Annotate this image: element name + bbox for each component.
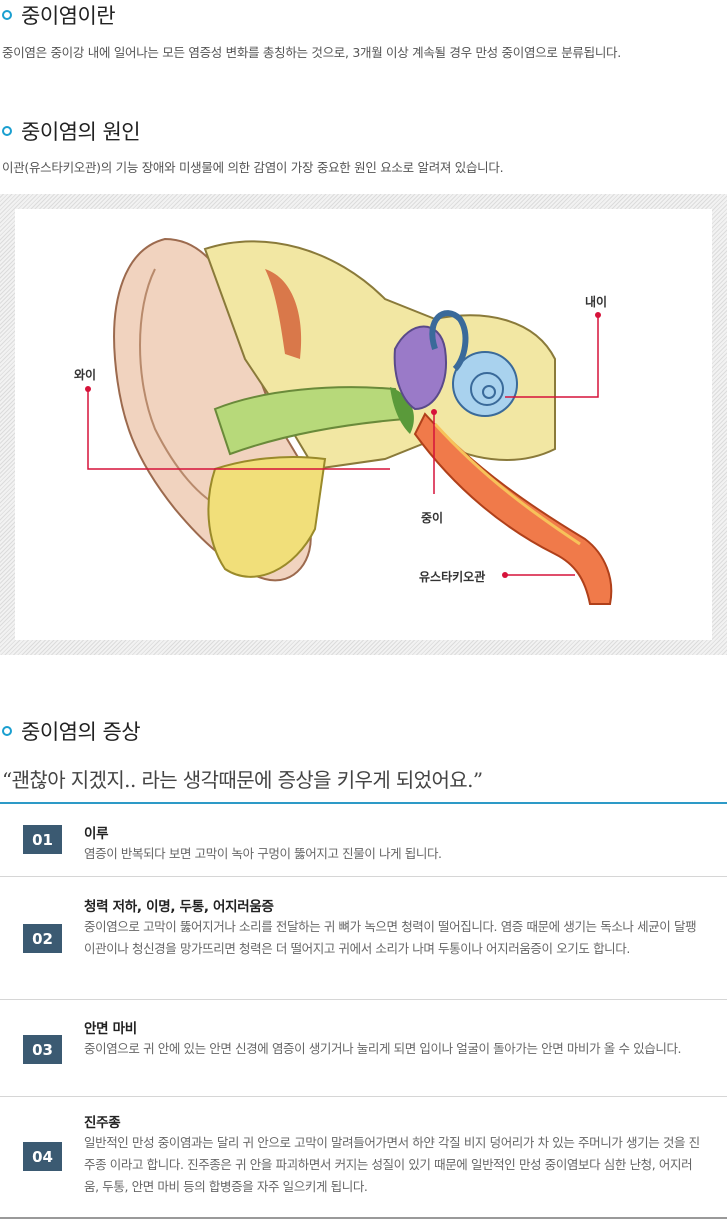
item-body: 염증이 반복되다 보면 고막이 녹아 구멍이 뚫어지고 진물이 나게 됩니다. xyxy=(84,846,442,861)
section-title-cause: 중이염의 원인 xyxy=(0,116,141,146)
item-number: 01 xyxy=(23,825,62,854)
section-title-text: 중이염의 증상 xyxy=(21,720,141,744)
item-number: 02 xyxy=(23,924,62,953)
list-item: 01 이루 염증이 반복되다 보면 고막이 녹아 구멍이 뚫어지고 진물이 나게… xyxy=(0,804,727,877)
item-body: 중이염으로 귀 안에 있는 안면 신경에 염증이 생기거나 눌리게 되면 입이나… xyxy=(84,1041,682,1056)
symptom-list: 01 이루 염증이 반복되다 보면 고막이 녹아 구멍이 뚫어지고 진물이 나게… xyxy=(0,802,727,1219)
item-title: 청력 저하, 이명, 두통, 어지러움증 xyxy=(84,899,274,915)
label-eustachian-tube: 유스타키오관 xyxy=(419,570,486,584)
section-title-symptoms: 중이염의 증상 xyxy=(0,716,141,746)
section-title-text: 중이염의 원인 xyxy=(21,120,141,144)
patient-quote: “괜찮아 지겠지.. 라는 생각때문에 증상을 키우게 되었어요.” xyxy=(2,768,483,792)
item-title: 안면 마비 xyxy=(84,1021,137,1037)
ear-illustration xyxy=(85,237,613,605)
bullet-icon xyxy=(2,126,12,136)
item-body: 일반적인 만성 중이염과는 달리 귀 안으로 고막이 말려들어가면서 하얀 각질… xyxy=(84,1135,700,1194)
section-title-definition: 중이염이란 xyxy=(0,0,116,30)
item-body: 중이염으로 고막이 뚫어지거나 소리를 전달하는 귀 뼈가 녹으면 청력이 떨어… xyxy=(84,919,697,956)
item-number: 03 xyxy=(23,1035,62,1064)
list-item: 03 안면 마비 중이염으로 귀 안에 있는 안면 신경에 염증이 생기거나 눌… xyxy=(0,1000,727,1097)
section-title-text: 중이염이란 xyxy=(21,4,116,28)
list-item: 02 청력 저하, 이명, 두통, 어지러움증 중이염으로 고막이 뚫어지거나 … xyxy=(0,877,727,1000)
item-number: 04 xyxy=(23,1142,62,1171)
label-outer-ear: 와이 xyxy=(74,368,97,382)
ear-diagram: 와이 내이 중이 유스타키오관 xyxy=(15,209,712,640)
list-item: 04 진주종 일반적인 만성 중이염과는 달리 귀 안으로 고막이 말려들어가면… xyxy=(0,1097,727,1219)
bullet-icon xyxy=(2,10,12,20)
label-middle-ear: 중이 xyxy=(421,511,444,525)
label-inner-ear: 내이 xyxy=(585,295,608,309)
section-desc-cause: 이관(유스타키오관)의 기능 장애와 미생물에 의한 감염이 가장 중요한 원인… xyxy=(2,160,504,175)
ear-diagram-frame: 와이 내이 중이 유스타키오관 xyxy=(0,194,727,655)
bullet-icon xyxy=(2,726,12,736)
section-desc-definition: 중이염은 중이강 내에 일어나는 모든 염증성 변화를 총칭하는 것으로, 3개… xyxy=(2,45,621,60)
item-title: 진주종 xyxy=(84,1115,121,1131)
item-title: 이루 xyxy=(84,826,109,842)
